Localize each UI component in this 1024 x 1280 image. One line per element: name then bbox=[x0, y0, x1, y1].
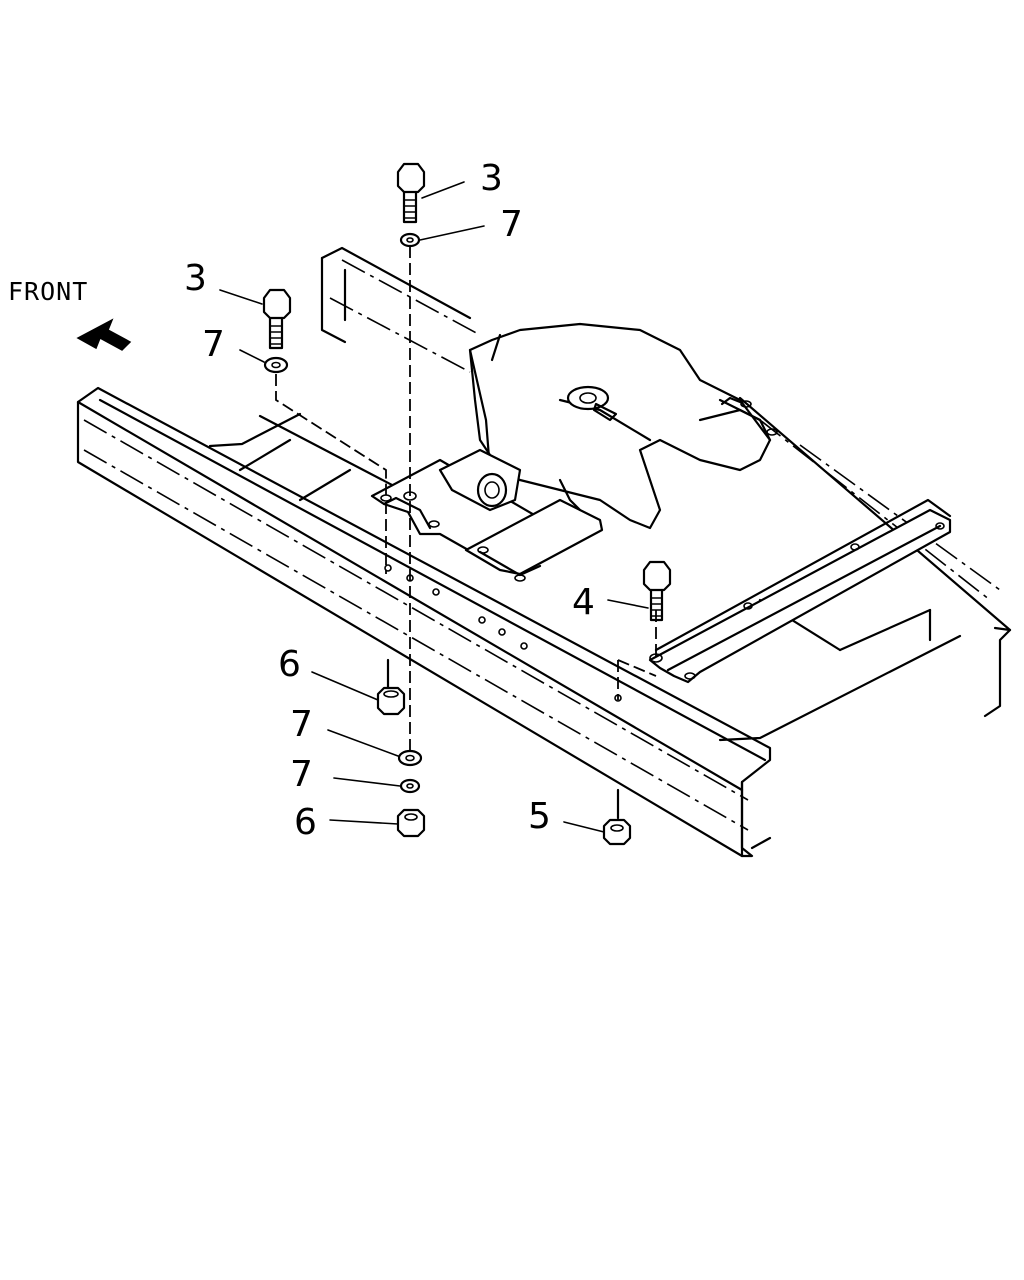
bolt-right-icon bbox=[642, 560, 672, 622]
callout-washer-top: 7 bbox=[500, 204, 523, 245]
callout-washer-left: 7 bbox=[202, 324, 225, 365]
mounting-angle-right bbox=[648, 498, 952, 684]
callout-labels: 3 7 3 7 4 6 7 7 6 5 bbox=[184, 158, 595, 843]
frame-rail-far bbox=[208, 246, 1012, 742]
nut-right-icon bbox=[602, 818, 632, 846]
callout-bolt-right: 4 bbox=[572, 582, 595, 623]
callout-washer-lower-1: 7 bbox=[290, 704, 313, 745]
callout-nut-left-lower: 6 bbox=[294, 802, 317, 843]
washer-lower-1-icon bbox=[397, 749, 423, 767]
front-arrow-icon bbox=[76, 318, 132, 351]
fifth-wheel-head bbox=[468, 322, 778, 530]
frame-rail-near bbox=[76, 386, 772, 858]
washer-top-icon bbox=[399, 232, 421, 248]
callout-washer-lower-2: 7 bbox=[290, 754, 313, 795]
leader-lines bbox=[219, 181, 649, 833]
callout-bolt-left: 3 bbox=[184, 258, 207, 299]
nut-left-upper-icon bbox=[376, 686, 406, 716]
callout-bolt-top: 3 bbox=[480, 158, 503, 199]
mounting-bracket-left bbox=[370, 458, 604, 582]
washer-left-icon bbox=[263, 356, 289, 374]
front-label: FRONT bbox=[8, 277, 88, 306]
callout-nut-right: 5 bbox=[528, 796, 551, 837]
washer-lower-2-icon bbox=[399, 778, 421, 794]
nut-left-lower-icon bbox=[396, 808, 426, 838]
assembly-centerlines bbox=[275, 246, 657, 820]
pivot-bracket bbox=[438, 448, 582, 512]
callout-nut-left-upper: 6 bbox=[278, 644, 301, 685]
bolt-left-icon bbox=[262, 288, 292, 350]
bolt-top-icon bbox=[396, 162, 426, 224]
